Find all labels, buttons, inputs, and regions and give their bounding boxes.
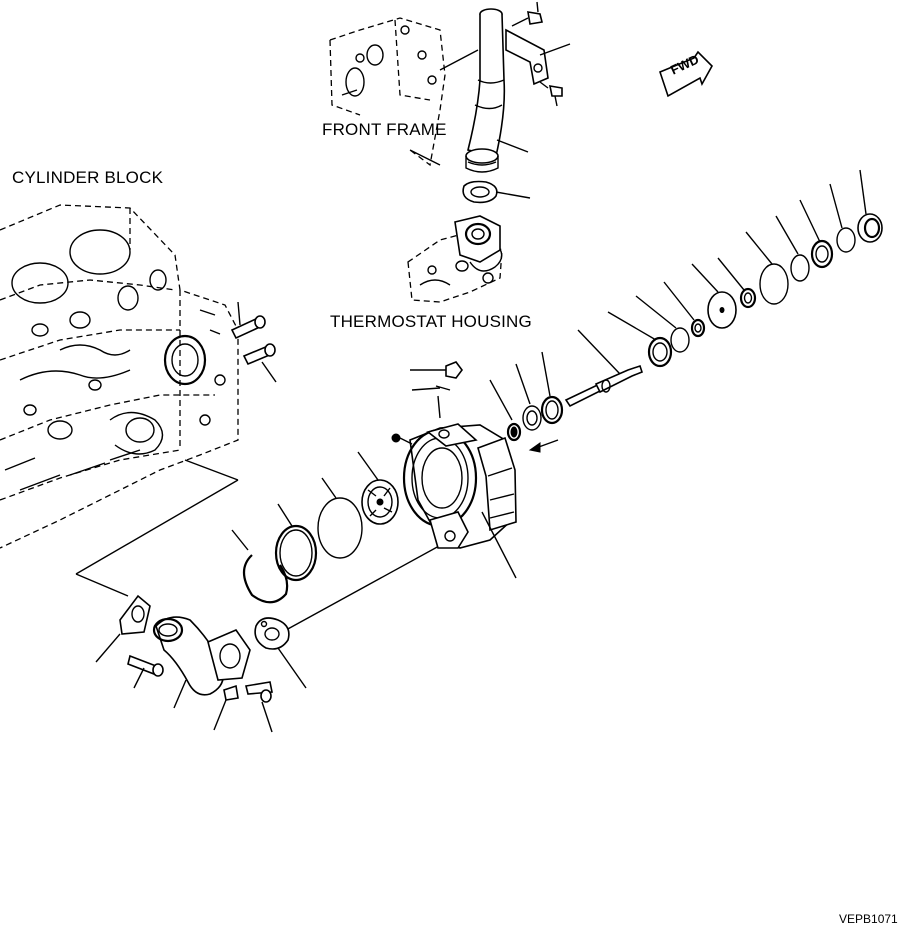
shaft-collar	[717, 257, 757, 309]
end-cap	[857, 169, 883, 243]
retainer-ring	[663, 281, 706, 338]
pump-plug	[391, 433, 413, 445]
thermostat-housing	[407, 215, 503, 303]
cylinder-block-label: CYLINDER BLOCK	[12, 168, 164, 187]
flow-arrow-icon	[528, 439, 559, 453]
snap-ring-right	[775, 215, 810, 282]
pipe-bracket	[505, 28, 571, 86]
o-ring-large	[317, 477, 363, 559]
front-frame-label: FRONT FRAME	[322, 120, 447, 139]
spacer-right	[829, 183, 856, 253]
fwd-arrow-icon	[659, 50, 713, 98]
cylinder-block	[0, 204, 239, 549]
water-pipe	[465, 8, 529, 173]
elbow-plug	[213, 684, 239, 731]
elbow-pipe	[152, 616, 251, 709]
impeller	[357, 451, 399, 525]
shaft-bearing-rear	[799, 199, 834, 269]
drawing-code: VEPB1071	[839, 912, 898, 926]
thrust-washer	[515, 363, 542, 431]
water-pump-body	[402, 423, 517, 579]
oil-seal-left	[540, 351, 564, 425]
pump-gasket	[254, 617, 307, 689]
front-frame	[329, 17, 479, 167]
seal-unit	[489, 379, 522, 442]
snap-ring	[231, 529, 289, 604]
shaft-bearing-front	[607, 311, 673, 368]
pulley-flange	[691, 263, 737, 329]
mounting-bolt-upper	[230, 301, 266, 340]
pump-shaft	[564, 329, 643, 408]
seal-ring	[274, 503, 318, 582]
pipe-gasket	[462, 180, 531, 204]
elbow-bolt-left	[127, 654, 164, 689]
elbow-gasket	[95, 594, 151, 663]
mounting-bolt-lower	[242, 343, 277, 383]
thermostat-housing-label: THERMOSTAT HOUSING	[330, 312, 532, 331]
elbow-bolt-right	[245, 681, 273, 733]
o-ring-right	[745, 231, 789, 305]
pump-nut	[410, 361, 463, 379]
bracket-bolt-upper	[511, 1, 543, 27]
pump-stud	[411, 385, 451, 419]
bracket-bolt-lower	[539, 81, 563, 107]
spacer-ring	[635, 295, 690, 353]
